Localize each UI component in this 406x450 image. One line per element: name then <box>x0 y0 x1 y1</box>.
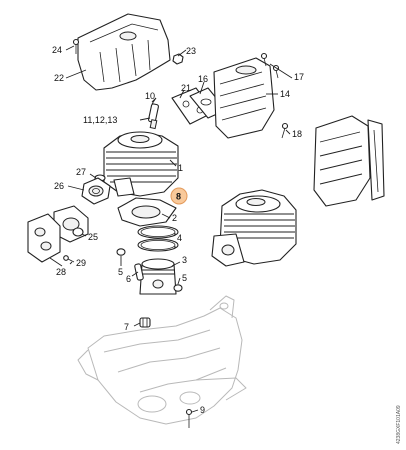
leader-lines <box>49 45 293 413</box>
cylinder-part[interactable] <box>103 131 179 197</box>
nut-23[interactable] <box>172 53 184 65</box>
callout-21[interactable]: 21 <box>181 83 191 93</box>
callout-11-12-13[interactable]: 11,12,13 <box>83 115 117 125</box>
document-id: 4238GXF101A09 <box>396 405 402 444</box>
callout-16[interactable]: 16 <box>198 74 208 84</box>
crankcase-part <box>77 295 247 425</box>
spark-plug-part[interactable] <box>148 97 159 130</box>
callout-9[interactable]: 9 <box>200 405 205 415</box>
circlip-right-5[interactable] <box>173 284 183 292</box>
circlip-left-5[interactable] <box>116 248 126 256</box>
highlight-marker-8[interactable] <box>170 187 188 205</box>
shroud-part[interactable] <box>77 13 171 91</box>
bushing-7[interactable] <box>139 317 151 328</box>
callout-24[interactable]: 24 <box>52 45 62 55</box>
callout-18[interactable]: 18 <box>292 129 302 139</box>
plate-28[interactable] <box>27 213 61 263</box>
screw-9[interactable] <box>185 408 193 429</box>
callout-22[interactable]: 22 <box>54 73 64 83</box>
callout-8[interactable]: 8 <box>176 192 181 202</box>
callout-28[interactable]: 28 <box>56 267 66 277</box>
callout-17[interactable]: 17 <box>294 72 304 82</box>
intake-manifold-26[interactable] <box>81 177 111 205</box>
callout-29[interactable]: 29 <box>76 258 86 268</box>
callout-5-right[interactable]: 5 <box>182 273 187 283</box>
piston-ring-lower-4[interactable] <box>137 238 179 252</box>
piston-part[interactable] <box>139 258 177 295</box>
callout-3[interactable]: 3 <box>182 255 187 265</box>
callout-7[interactable]: 7 <box>124 322 129 332</box>
callout-labels: 24 22 23 21 16 17 14 10 11,12,13 18 1 27… <box>52 45 304 415</box>
screw-18[interactable] <box>281 122 289 139</box>
callout-5-left[interactable]: 5 <box>118 267 123 277</box>
piston-ring-upper-4[interactable] <box>137 225 179 239</box>
callout-1[interactable]: 1 <box>178 163 183 173</box>
flange-25[interactable] <box>53 205 89 243</box>
muffler-part[interactable] <box>213 57 275 139</box>
callout-27[interactable]: 27 <box>76 167 86 177</box>
callout-4[interactable]: 4 <box>177 233 182 243</box>
callout-26[interactable]: 26 <box>54 181 64 191</box>
callout-2[interactable]: 2 <box>172 213 177 223</box>
callout-14[interactable]: 14 <box>280 89 290 99</box>
muffler-variant-part[interactable] <box>313 115 385 207</box>
callout-25[interactable]: 25 <box>88 232 98 242</box>
screw-24[interactable] <box>72 38 80 55</box>
piston-pin-6[interactable] <box>134 263 144 281</box>
callout-10[interactable]: 10 <box>145 91 155 101</box>
cylinder-assembly-variant[interactable] <box>211 189 297 267</box>
cylinder-gasket-2[interactable] <box>117 197 177 227</box>
screw-29[interactable] <box>63 255 75 263</box>
callout-6[interactable]: 6 <box>126 274 131 284</box>
callout-23[interactable]: 23 <box>186 46 196 56</box>
